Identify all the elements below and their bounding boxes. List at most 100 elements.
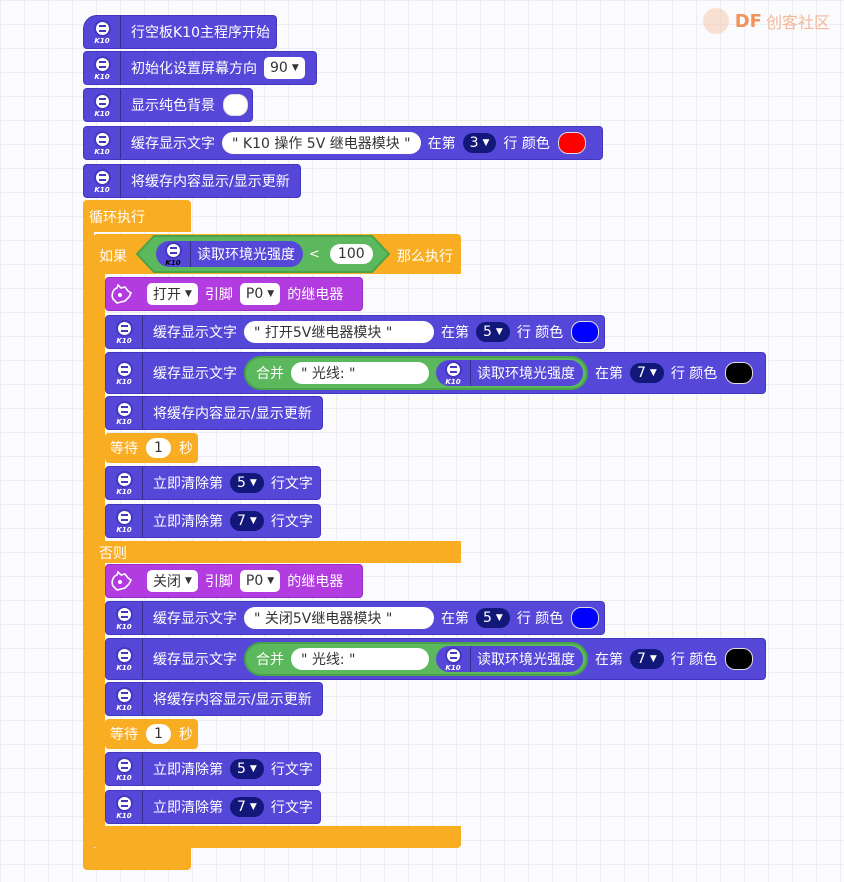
pin-value: P0: [245, 573, 264, 589]
at-row-label: 在第: [441, 325, 469, 341]
less-than-operator[interactable]: <: [309, 246, 320, 262]
row-value: 7: [637, 365, 646, 381]
block-label: 显示纯色背景: [131, 98, 215, 114]
loop-arm: [83, 230, 94, 850]
color-swatch-black[interactable]: [725, 648, 754, 670]
relay-close-block[interactable]: 关闭▼ 引脚 P0▼ 的继电器: [105, 564, 363, 598]
loop-block[interactable]: [83, 200, 191, 232]
df-logo-mark-icon: [702, 8, 729, 34]
light-text-input[interactable]: " 光线: ": [291, 648, 429, 670]
row-value: 5: [237, 475, 246, 491]
color-swatch-black[interactable]: [725, 362, 754, 384]
cache-text-block-open[interactable]: K10 缓存显示文字 " 打开5V继电器模块 " 在第 5▼ 行 颜色: [105, 315, 605, 349]
row-dropdown[interactable]: 7▼: [630, 363, 664, 383]
show-background-block[interactable]: K10 显示纯色背景: [83, 88, 253, 122]
color-swatch-red[interactable]: [557, 132, 586, 154]
caret-down-icon: ▼: [649, 368, 657, 378]
row-value: 3: [469, 135, 479, 151]
at-row-label: 在第: [595, 652, 623, 668]
else-bar: [93, 541, 461, 563]
block-label: 缓存显示文字: [153, 366, 237, 382]
row-value: 7: [637, 651, 646, 667]
caret-down-icon: ▼: [249, 478, 257, 488]
read-light-reporter[interactable]: K10 读取环境光强度: [436, 360, 583, 386]
relay-state-value: 关闭: [153, 574, 181, 590]
row-dropdown[interactable]: 7▼: [630, 649, 664, 669]
rotation-dropdown[interactable]: 90▼: [264, 57, 305, 79]
row-color-label: 行 颜色: [516, 611, 564, 627]
row-dropdown[interactable]: 5▼: [476, 322, 510, 342]
at-row-label: 在第: [595, 366, 623, 382]
color-swatch-white[interactable]: [223, 94, 248, 116]
row-color-label: 行 颜色: [516, 325, 564, 341]
if-label: 如果: [99, 249, 127, 265]
line-text-label: 行文字: [270, 476, 313, 492]
read-light-reporter[interactable]: K10 读取环境光强度: [156, 241, 303, 267]
row-dropdown[interactable]: 5▼: [230, 759, 264, 779]
merge-label: 合并: [256, 366, 284, 382]
text-input[interactable]: " 打开5V继电器模块 ": [244, 321, 434, 343]
wait-input[interactable]: 1: [146, 724, 171, 744]
cache-text-block-light[interactable]: K10 缓存显示文字 合并 " 光线: " K10 读取环境光强度 在第 7▼ …: [105, 638, 766, 680]
cache-text-block-close[interactable]: K10 缓存显示文字 " 关闭5V继电器模块 " 在第 5▼ 行 颜色: [105, 601, 605, 635]
text-input[interactable]: " K10 操作 5V 继电器模块 ": [222, 132, 421, 154]
k10-main-start-block[interactable]: K10 行空板K10主程序开始: [83, 15, 277, 49]
seconds-label: 秒: [178, 727, 193, 743]
text-input[interactable]: " 关闭5V继电器模块 ": [244, 607, 434, 629]
light-text-input[interactable]: " 光线: ": [291, 362, 429, 384]
row-dropdown[interactable]: 7▼: [230, 797, 264, 817]
clear-line-block[interactable]: K10 立即清除第 5▼ 行文字: [105, 752, 321, 786]
at-row-label: 在第: [441, 611, 469, 627]
clear-line-block[interactable]: K10 立即清除第 5▼ 行文字: [105, 466, 321, 500]
cache-text-block-title[interactable]: K10 缓存显示文字 " K10 操作 5V 继电器模块 " 在第 3▼ 行 颜…: [83, 126, 603, 160]
merge-block[interactable]: 合并 " 光线: " K10 读取环境光强度: [244, 642, 588, 676]
pin-dropdown[interactable]: P0▼: [239, 283, 281, 305]
row-color-label: 行 颜色: [670, 366, 718, 382]
merge-block[interactable]: 合并 " 光线: " K10 读取环境光强度: [244, 356, 588, 390]
wait-block[interactable]: 等待 1 秒: [105, 719, 198, 749]
caret-down-icon: ▼: [291, 63, 299, 73]
row-dropdown[interactable]: 3▼: [462, 133, 497, 153]
merge-label: 合并: [256, 652, 284, 668]
caret-down-icon: ▼: [495, 613, 503, 623]
wait-label: 等待: [110, 441, 138, 457]
pin-dropdown[interactable]: P0▼: [239, 570, 281, 592]
logo-brand: DF: [734, 10, 762, 32]
row-dropdown[interactable]: 5▼: [476, 608, 510, 628]
clear-line-block[interactable]: K10 立即清除第 7▼ 行文字: [105, 790, 321, 824]
show-update-block[interactable]: K10 将缓存内容显示/显示更新: [105, 682, 323, 716]
row-dropdown[interactable]: 7▼: [230, 511, 264, 531]
read-light-reporter[interactable]: K10 读取环境光强度: [436, 646, 583, 672]
k10-chip-icon: K10: [84, 165, 121, 197]
init-rotation-block[interactable]: K10 初始化设置屏幕方向 90▼: [83, 51, 317, 85]
relay-state-dropdown[interactable]: 打开▼: [147, 283, 198, 305]
color-swatch-blue[interactable]: [571, 607, 600, 629]
show-update-block[interactable]: K10 将缓存内容显示/显示更新: [83, 164, 301, 198]
color-swatch-blue[interactable]: [571, 321, 600, 343]
relay-state-dropdown[interactable]: 关闭▼: [147, 570, 198, 592]
loop-bottom: [83, 848, 191, 870]
clear-line-block[interactable]: K10 立即清除第 7▼ 行文字: [105, 504, 321, 538]
relay-open-block[interactable]: 打开▼ 引脚 P0▼ 的继电器: [105, 277, 363, 311]
wait-input[interactable]: 1: [146, 438, 171, 458]
threshold-input[interactable]: 100: [329, 244, 373, 264]
compare-condition[interactable]: K10 读取环境光强度 < 100: [136, 235, 390, 273]
block-label: 初始化设置屏幕方向: [131, 61, 257, 77]
wait-block[interactable]: 等待 1 秒: [105, 433, 198, 463]
k10-chip-icon: K10: [106, 353, 143, 393]
k10-chip-icon: K10: [106, 316, 143, 348]
k10-chip-icon: K10: [106, 683, 143, 715]
block-label: 缓存显示文字: [153, 652, 237, 668]
cache-text-block-light[interactable]: K10 缓存显示文字 合并 " 光线: " K10 读取环境光强度 在第 7▼ …: [105, 352, 766, 394]
row-dropdown[interactable]: 5▼: [230, 473, 264, 493]
pin-label: 引脚: [204, 287, 233, 303]
reporter-label: 读取环境光强度: [477, 366, 575, 382]
row-value: 5: [237, 761, 246, 777]
rotation-value: 90: [270, 60, 288, 76]
k10-chip-icon: K10: [84, 16, 121, 48]
if-else-bottom: [93, 826, 461, 848]
k10-chip-icon: K10: [436, 360, 471, 386]
show-update-block[interactable]: K10 将缓存内容显示/显示更新: [105, 396, 323, 430]
block-label: 将缓存内容显示/显示更新: [153, 406, 312, 422]
block-label: 立即清除第: [153, 800, 223, 816]
